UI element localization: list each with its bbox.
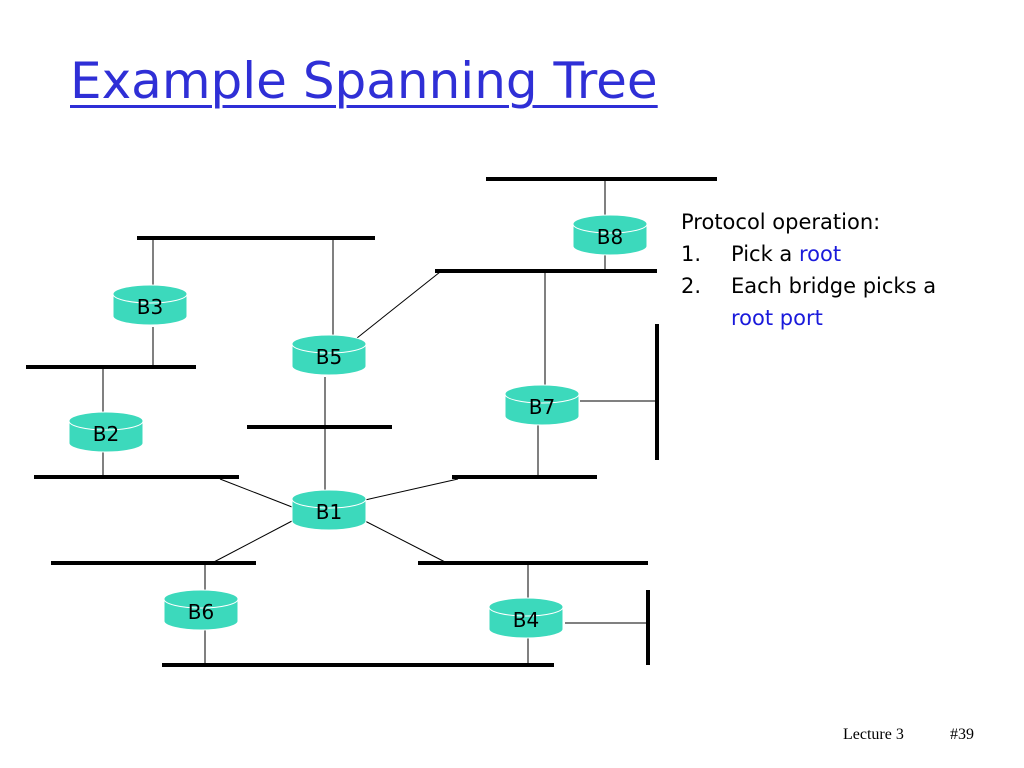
protocol-notes: Protocol operation: 1. Pick a root 2. Ea… [681,206,1011,334]
lan-segments [26,177,717,667]
link-b1-lower-left-lan [211,520,293,564]
bridge-label: B6 [188,600,214,624]
bridge-top-cap [68,411,144,431]
bridge-label: B4 [513,608,539,632]
link-b1-right-lan [364,478,459,501]
bridge-label: B7 [529,395,555,419]
step-text-plain: Pick a [731,242,799,266]
step-highlight: root [798,242,842,266]
bridge-b1: B1 [291,489,367,531]
bridge-label: B5 [316,345,342,369]
footer-lecture: Lecture 3 [843,726,904,743]
bridge-b8: B8 [572,214,648,256]
step-number: 1. [681,242,702,266]
bridge-top-cap [504,384,580,404]
step-highlight: root port [731,306,823,330]
bridge-top-cap [291,489,367,509]
notes-heading: Protocol operation: [681,210,881,234]
bridge-b5: B5 [291,334,367,376]
bridge-label: B3 [137,295,163,319]
link-b1-lower-right-lan [364,520,448,564]
bridge-top-cap [163,589,239,609]
bridge-top-cap [291,334,367,354]
bridge-b3: B3 [112,284,188,326]
bridge-b6: B6 [163,589,239,631]
bridge-top-cap [112,284,188,304]
step-text: Pick a root [731,238,841,270]
bridge-label: B1 [316,500,342,524]
step-number: 2. [681,274,702,298]
notes-step: 1. Pick a root [681,238,1011,270]
bridge-label: B2 [93,422,119,446]
bridge-links [102,180,657,665]
bridge-label: B8 [597,225,623,249]
notes-step: 2. Each bridge picks a root port [681,270,1011,334]
link-b1-left-lan [219,478,293,508]
bridge-b7: B7 [504,384,580,426]
footer-page-number: #39 [950,726,974,743]
bridge-b4: B4 [488,597,564,639]
bridge-b2: B2 [68,411,144,453]
slide-title: Example Spanning Tree [70,52,658,110]
link-b5-mid-lan [356,271,441,339]
step-text: Each bridge picks a root port [731,270,936,334]
bridge-top-cap [572,214,648,234]
bridge-top-cap [488,597,564,617]
step-text-plain: Each bridge picks a [731,274,937,298]
